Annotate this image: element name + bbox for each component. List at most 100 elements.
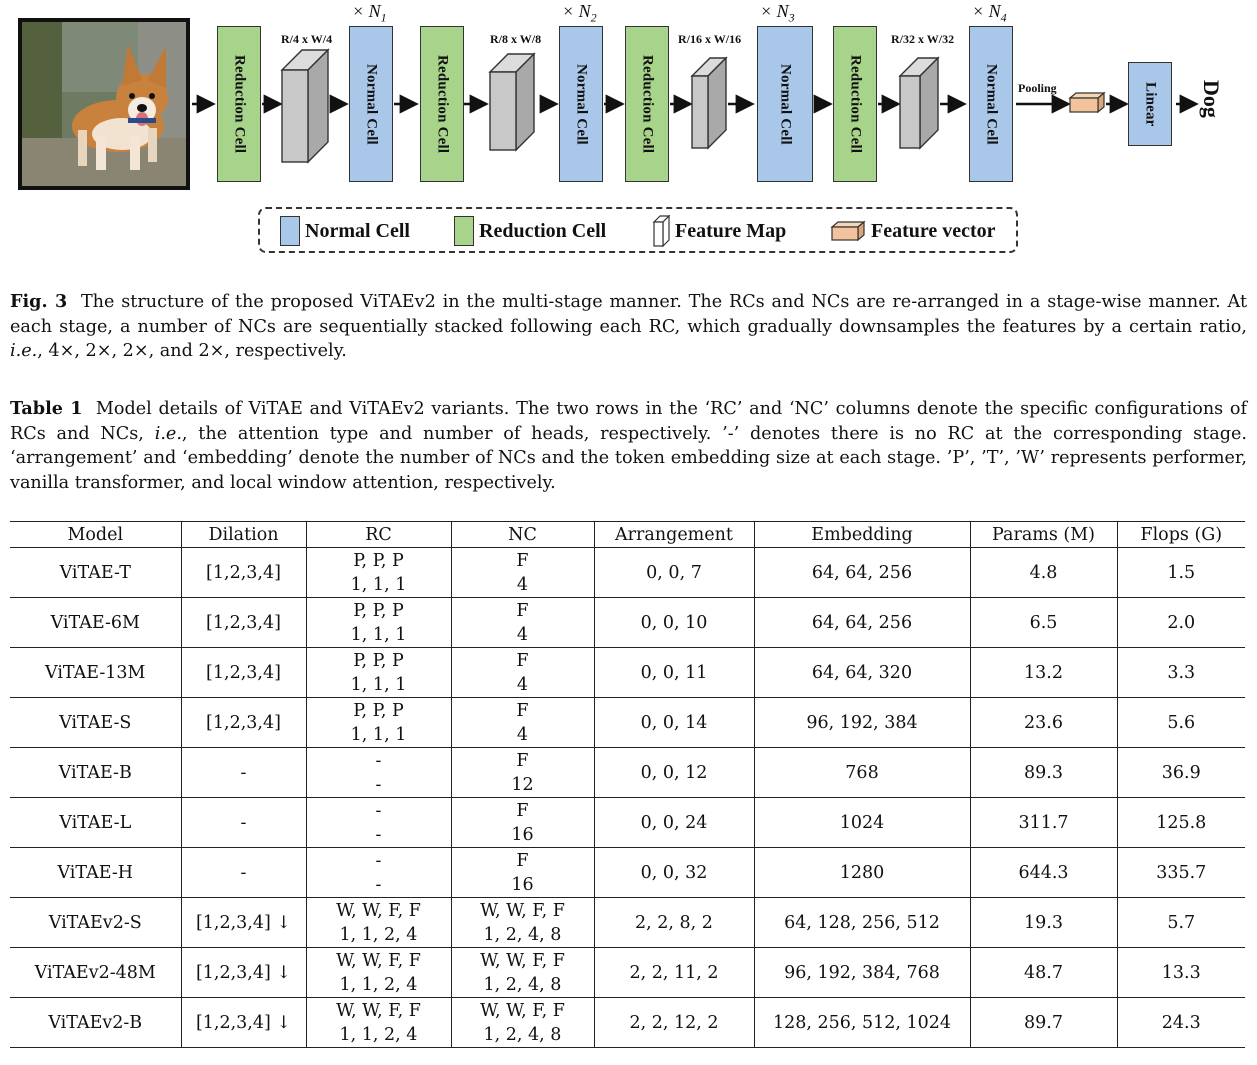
cell-embedding: 768 (753, 747, 970, 798)
nc-heads: 4 (516, 574, 529, 595)
rc-heads: 1, 1, 1 (350, 624, 407, 645)
stage-repeat-1: × N1 (352, 1, 387, 25)
nc-attention: F (516, 850, 529, 871)
rc-attention: W, W, F, F (336, 1000, 421, 1021)
legend-feature-map: Feature Map (652, 215, 786, 247)
nc-heads: 1, 2, 4, 8 (483, 974, 562, 995)
header-params: Params (M) (969, 521, 1117, 548)
stage-repeat-2: × N2 (562, 1, 597, 25)
feature-map-2 (488, 52, 536, 152)
rc-attention: W, W, F, F (336, 950, 421, 971)
normal-cell-3: Normal Cell (757, 26, 813, 182)
header-nc: NC (450, 521, 594, 548)
linear-layer: Linear (1128, 62, 1172, 146)
figure-caption: Fig. 3 The structure of the proposed ViT… (10, 291, 1248, 361)
rc-attention: P, P, P (353, 650, 404, 671)
cell-model: ViTAE-H (10, 847, 181, 898)
cell-dilation: - (180, 797, 306, 848)
nc-attention: F (516, 550, 529, 571)
legend-feature-vector: Feature vector (830, 215, 996, 247)
rc-heads: 1, 1, 2, 4 (339, 924, 418, 945)
cell-dilation: - (180, 747, 306, 798)
normal-cell-1: Normal Cell (349, 26, 393, 182)
feature-map-label-4: R/32 x W/32 (891, 32, 955, 46)
feature-vector (1068, 91, 1106, 114)
nc-heads: 1, 2, 4, 8 (483, 924, 562, 945)
cell-embedding: 1024 (753, 797, 970, 848)
cell-arrangement: 0, 0, 11 (593, 647, 754, 698)
reduction-cell-3: Reduction Cell (625, 26, 669, 182)
nc-attention: F (516, 800, 529, 821)
rc-attention: W, W, F, F (336, 900, 421, 921)
cell-model: ViTAEv2-S (10, 897, 181, 948)
cell-arrangement: 0, 0, 12 (593, 747, 754, 798)
cell-flops: 36.9 (1116, 747, 1245, 798)
table-header-row: Model Dilation RC NC Arrangement Embeddi… (10, 521, 1245, 548)
cell-model: ViTAEv2-48M (10, 947, 181, 998)
rc-attention: - (375, 750, 382, 771)
nc-attention: F (516, 600, 529, 621)
nc-attention: W, W, F, F (480, 1000, 565, 1021)
rc-heads: 1, 1, 1 (350, 724, 407, 745)
normal-cell-4: Normal Cell (969, 26, 1013, 182)
cell-dilation: [1,2,3,4] ↓ (180, 997, 306, 1048)
header-rc: RC (305, 521, 451, 548)
cell-embedding: 96, 192, 384, 768 (753, 947, 970, 998)
nc-heads: 4 (516, 724, 529, 745)
cell-rc: W, W, F, F 1, 1, 2, 4 (305, 947, 451, 998)
nc-attention: F (516, 700, 529, 721)
reduction-cell-2: Reduction Cell (420, 26, 464, 182)
cell-embedding: 1280 (753, 847, 970, 898)
feature-map-1 (280, 48, 330, 164)
nc-heads: 4 (516, 674, 529, 695)
cell-arrangement: 2, 2, 11, 2 (593, 947, 754, 998)
cell-arrangement: 0, 0, 7 (593, 547, 754, 598)
rc-attention: P, P, P (353, 700, 404, 721)
cell-flops: 13.3 (1116, 947, 1245, 998)
rc-heads: 1, 1, 2, 4 (339, 974, 418, 995)
cell-flops: 5.7 (1116, 897, 1245, 948)
stage-repeat-3: × N3 (760, 1, 795, 25)
table-caption: Table 1 Model details of ViTAE and ViTAE… (10, 398, 1248, 493)
header-model: Model (10, 521, 181, 548)
cell-flops: 2.0 (1116, 597, 1245, 648)
normal-cell-2: Normal Cell (559, 26, 603, 182)
feature-vector-swatch (830, 220, 866, 242)
cell-dilation: [1,2,3,4] (180, 647, 306, 698)
nc-heads: 4 (516, 624, 529, 645)
cell-flops: 5.6 (1116, 697, 1245, 748)
rc-attention: P, P, P (353, 600, 404, 621)
cell-embedding: 64, 64, 256 (753, 547, 970, 598)
cell-params: 89.3 (969, 747, 1117, 798)
stage-repeat-4: × N4 (972, 1, 1007, 25)
feature-map-label-1: R/4 x W/4 (281, 32, 333, 46)
cell-arrangement: 2, 2, 8, 2 (593, 897, 754, 948)
feature-map-3 (690, 56, 728, 150)
cell-params: 48.7 (969, 947, 1117, 998)
legend-normal-cell: Normal Cell (280, 215, 410, 247)
feature-map-label-2: R/8 x W/8 (490, 32, 542, 46)
nc-heads: 12 (511, 774, 534, 795)
header-embedding: Embedding (753, 521, 970, 548)
cell-flops: 125.8 (1116, 797, 1245, 848)
cell-arrangement: 0, 0, 32 (593, 847, 754, 898)
cell-params: 89.7 (969, 997, 1117, 1048)
cell-model: ViTAE-L (10, 797, 181, 848)
rc-heads: - (375, 824, 382, 845)
nc-heads: 1, 2, 4, 8 (483, 1024, 562, 1045)
